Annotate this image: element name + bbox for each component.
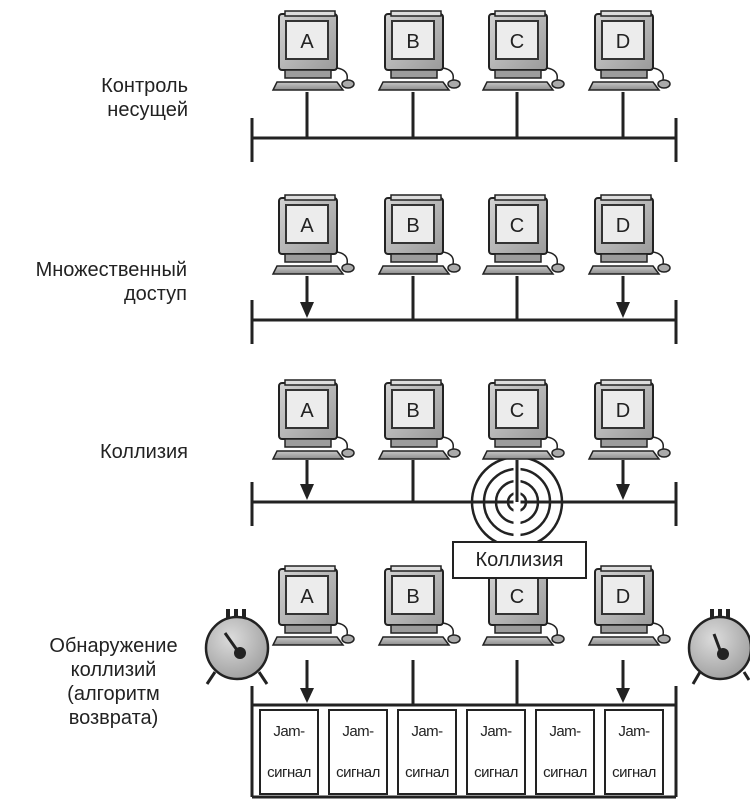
jam-signal-line2: сигнал — [612, 764, 656, 781]
stage-label-line: Коллизия — [99, 441, 188, 463]
computer-d-icon: D — [587, 10, 671, 91]
arrow-stage-2-d — [616, 302, 630, 318]
computer-c-icon: C — [481, 379, 565, 460]
jam-signal-box: Jam- сигнал — [604, 709, 664, 795]
computer-a-icon: A — [271, 379, 355, 460]
computer-a-icon: A — [271, 194, 355, 275]
stage-label-line: Контроль — [101, 75, 188, 97]
computer-letter: C — [510, 400, 524, 422]
jam-signal-box: Jam- сигнал — [397, 709, 457, 795]
jam-signal-line2: сигнал — [336, 764, 380, 781]
computer-d-icon: D — [587, 379, 671, 460]
stage-label-line: несущей — [107, 99, 188, 121]
stage-label-line: Обнаружение — [49, 635, 178, 657]
jam-signal-line1: Jam- — [342, 723, 374, 740]
backoff-timer-right-icon — [687, 609, 750, 685]
jam-signal-line1: Jam- — [618, 723, 650, 740]
arrow-stage-4-a — [300, 688, 314, 703]
stage-label-multiple-access: Множественный доступ — [13, 258, 187, 306]
computer-b-icon: B — [377, 10, 461, 91]
computer-letter: C — [510, 31, 524, 53]
stage-label-collision: Коллизия — [88, 440, 188, 464]
computer-b-icon: B — [377, 565, 461, 646]
computer-letter: D — [616, 31, 630, 53]
computer-letter: D — [616, 215, 630, 237]
stage-label-line: коллизий — [70, 659, 157, 681]
jam-signal-line1: Jam- — [411, 723, 443, 740]
jam-signal-line2: сигнал — [405, 764, 449, 781]
computer-a-icon: A — [271, 565, 355, 646]
stage-label-line: Множественный — [35, 259, 187, 281]
stage-label-collision-detection: Обнаружение коллизий (алгоритм возврата) — [36, 634, 191, 730]
stage-label-line: (алгоритм — [67, 683, 160, 705]
computer-letter: B — [406, 400, 419, 422]
computer-letter: A — [300, 31, 314, 53]
collision-label-box: Коллизия — [452, 541, 587, 579]
computers-layer: A B C D A B C D A B C D A B C D — [271, 10, 671, 646]
jam-signal-box: Jam- сигнал — [535, 709, 595, 795]
stage-label-carrier-sense: Контроль несущей — [92, 74, 188, 122]
computer-letter: A — [300, 215, 314, 237]
backoff-timer-left-icon — [204, 609, 270, 685]
computer-letter: A — [300, 400, 314, 422]
computer-letter: B — [406, 586, 419, 608]
computer-a-icon: A — [271, 10, 355, 91]
computer-b-icon: B — [377, 379, 461, 460]
bus-stage-2 — [250, 276, 678, 344]
computer-letter: A — [300, 586, 314, 608]
bus-stage-3 — [250, 460, 678, 526]
arrow-stage-3-d — [616, 484, 630, 500]
jam-signal-line1: Jam- — [273, 723, 305, 740]
computer-c-icon: C — [481, 194, 565, 275]
arrow-stage-2-a — [300, 302, 314, 318]
jam-signal-line2: сигнал — [474, 764, 518, 781]
computer-d-icon: D — [587, 565, 671, 646]
jam-signal-line2: сигнал — [267, 764, 311, 781]
computer-d-icon: D — [587, 194, 671, 275]
computer-letter: B — [406, 215, 419, 237]
computer-b-icon: B — [377, 194, 461, 275]
jam-signal-line2: сигнал — [543, 764, 587, 781]
computer-letter: C — [510, 215, 524, 237]
computer-letter: D — [616, 586, 630, 608]
computer-c-icon: C — [481, 10, 565, 91]
computer-letter: C — [510, 586, 524, 608]
bus-stage-4 — [250, 660, 678, 799]
jam-signal-line1: Jam- — [480, 723, 512, 740]
computer-letter: B — [406, 31, 419, 53]
bus-stage-1 — [250, 92, 678, 162]
jam-signal-line1: Jam- — [549, 723, 581, 740]
jam-signal-box: Jam- сигнал — [466, 709, 526, 795]
stage-label-line: доступ — [123, 283, 187, 305]
stage-label-line: возврата) — [68, 707, 159, 729]
arrow-stage-3-a — [300, 484, 314, 500]
arrow-stage-4-d — [616, 688, 630, 703]
jam-signal-box: Jam- сигнал — [259, 709, 319, 795]
collision-label: Коллизия — [475, 548, 564, 571]
jam-signal-box: Jam- сигнал — [328, 709, 388, 795]
computer-letter: D — [616, 400, 630, 422]
